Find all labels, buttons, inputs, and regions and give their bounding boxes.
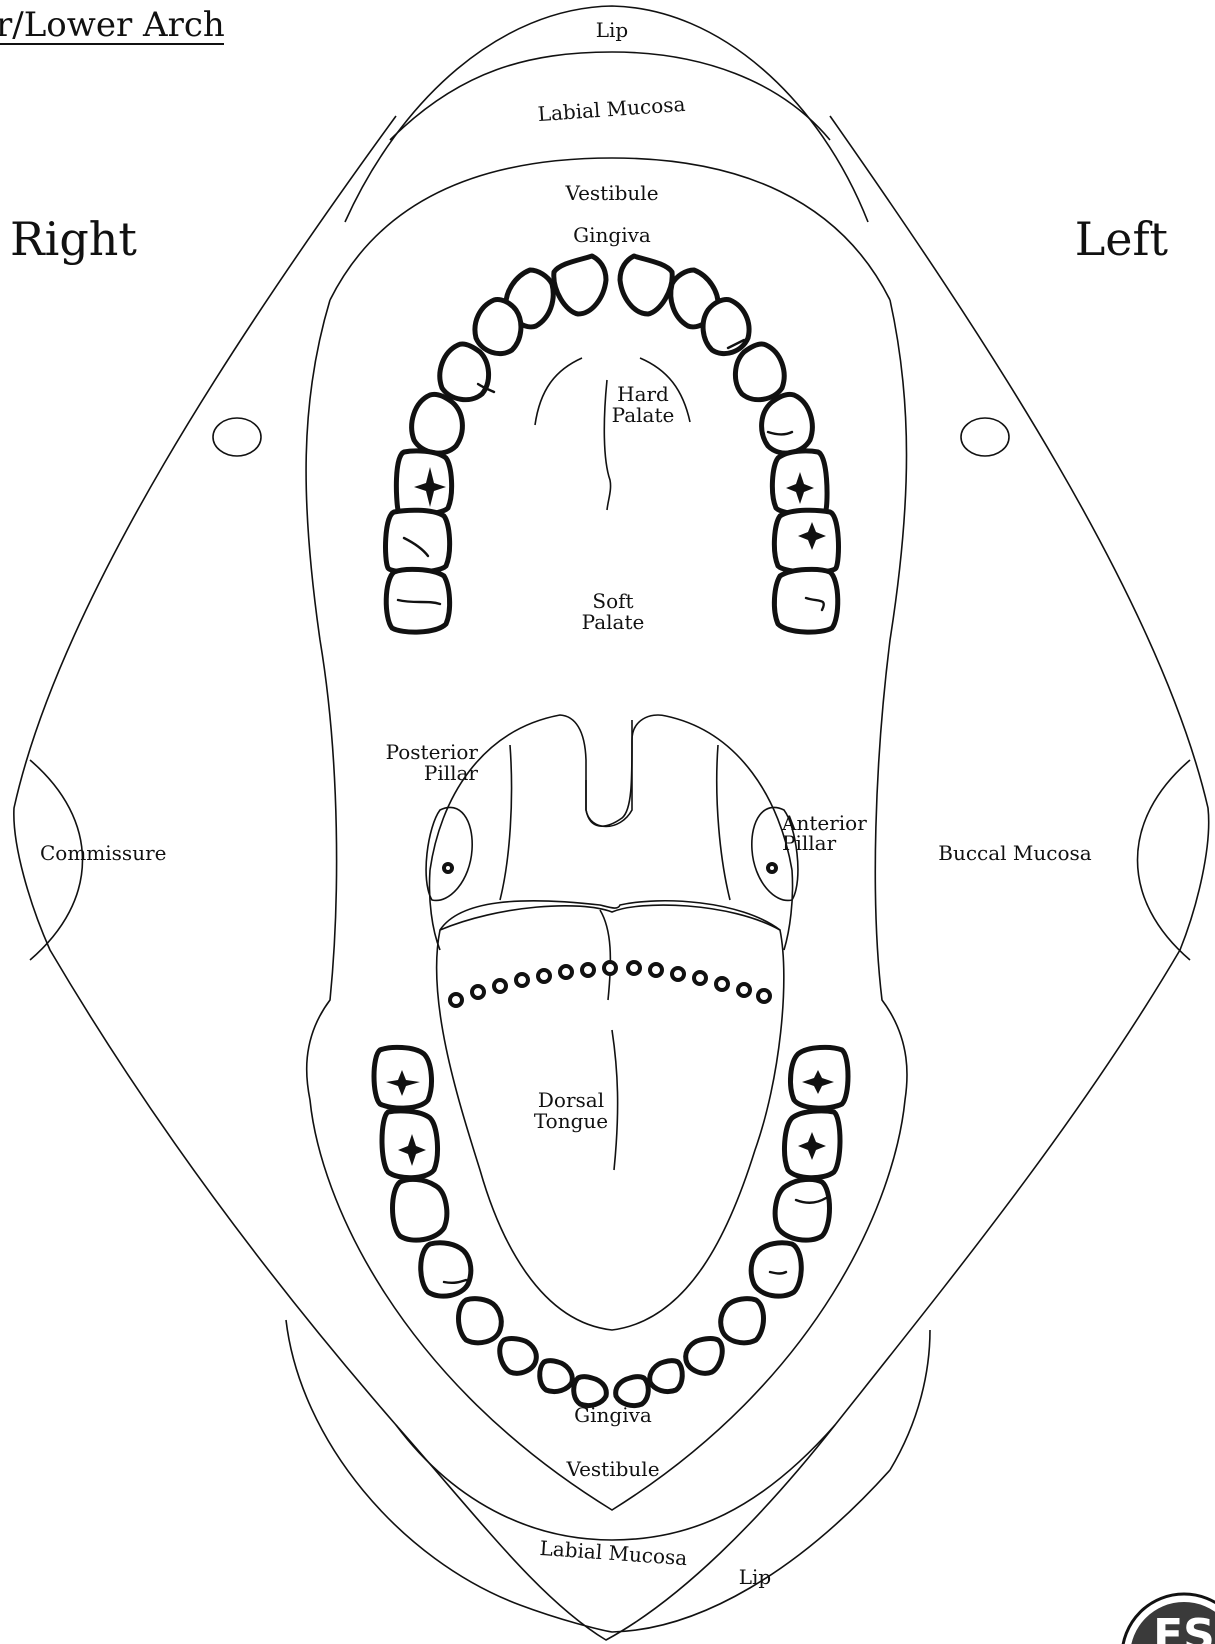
label-dorsal-tongue-2: Tongue (534, 1109, 608, 1133)
tongue-midline-lower (612, 1030, 618, 1170)
left-parotid-duct-opening (961, 418, 1009, 456)
lower-tooth (650, 1361, 683, 1392)
papilla (604, 962, 616, 974)
upper-tooth (386, 569, 449, 632)
upper-tooth (620, 256, 672, 314)
hard-palate-curve-right (535, 358, 582, 425)
lower-teeth (374, 1047, 848, 1405)
papilla (538, 970, 550, 982)
upper-tooth (475, 299, 521, 353)
header-title: r/Lower Arch (0, 5, 225, 45)
orientation-left-label: Left (1075, 212, 1169, 266)
tongue-midline-upper (600, 910, 610, 1000)
posterior-pillar-left (717, 745, 730, 900)
papilla (582, 964, 594, 976)
label-lip-bottom: Lip (739, 1565, 771, 1589)
papilla (494, 980, 506, 992)
label-commissure: Commissure (40, 841, 166, 865)
pillar-line-left (784, 870, 793, 950)
tongue-back-line (440, 905, 780, 930)
tonsil-dot-left (768, 864, 776, 872)
label-lip-top: Lip (596, 18, 628, 42)
upper-tooth (762, 394, 813, 453)
label-soft-palate-2: Palate (582, 610, 645, 634)
lower-tooth (540, 1361, 573, 1392)
label-vestibule-bottom: Vestibule (565, 1457, 659, 1481)
fs-logo: FS (1122, 1594, 1215, 1644)
upper-labial-mucosa-outline (390, 52, 830, 140)
lower-tooth (616, 1377, 649, 1406)
papilla (694, 972, 706, 984)
lower-tooth (775, 1179, 829, 1240)
upper-tooth (774, 510, 838, 572)
right-parotid-duct-opening (213, 418, 261, 456)
upper-tooth (396, 451, 451, 514)
label-vestibule-top: Vestibule (564, 181, 658, 205)
upper-tooth (774, 569, 837, 632)
lower-labial-mucosa-outline (396, 1425, 835, 1540)
upper-tooth (554, 256, 606, 314)
label-posterior-pillar-2: Pillar (424, 761, 479, 785)
upper-tooth (440, 344, 489, 400)
soft-palate-arch (430, 715, 792, 870)
lower-tooth (751, 1243, 801, 1296)
orientation-right-label: Right (10, 212, 137, 266)
posterior-pillar-right (500, 745, 512, 900)
tonsil-dot-right (444, 864, 452, 872)
lower-tooth (393, 1179, 447, 1240)
lower-tooth (721, 1299, 764, 1343)
lower-tooth (686, 1339, 723, 1374)
papilla (672, 968, 684, 980)
label-labial-mucosa-bottom: Labial Mucosa (539, 1536, 688, 1570)
lower-tooth (500, 1339, 537, 1374)
label-gingiva-bottom: Gingiva (574, 1403, 652, 1427)
label-labial-mucosa-top: Labial Mucosa (537, 92, 686, 126)
papilla (716, 978, 728, 990)
lower-tooth (574, 1377, 607, 1406)
left-commissure-outline (1138, 760, 1191, 960)
papilla (516, 974, 528, 986)
upper-tooth (703, 299, 749, 353)
lower-tooth (421, 1243, 471, 1296)
upper-teeth (386, 256, 839, 632)
label-buccal-mucosa: Buccal Mucosa (938, 841, 1092, 865)
papilla (738, 984, 750, 996)
papilla (472, 986, 484, 998)
papilla (628, 962, 640, 974)
upper-tooth (412, 394, 463, 453)
logo-text: FS (1153, 1610, 1215, 1644)
papilla (560, 966, 572, 978)
molar-groove (770, 1272, 786, 1274)
papilla (650, 964, 662, 976)
papilla (758, 990, 770, 1002)
upper-tooth (386, 510, 450, 572)
upper-tooth (735, 344, 784, 400)
label-hard-palate-2: Palate (612, 403, 675, 427)
uvula (586, 720, 632, 827)
papilla (450, 994, 462, 1006)
lower-tooth (459, 1299, 502, 1343)
label-gingiva-top: Gingiva (573, 223, 651, 247)
hard-palate-raphe (604, 380, 610, 510)
label-anterior-pillar-2: Pillar (782, 831, 837, 855)
